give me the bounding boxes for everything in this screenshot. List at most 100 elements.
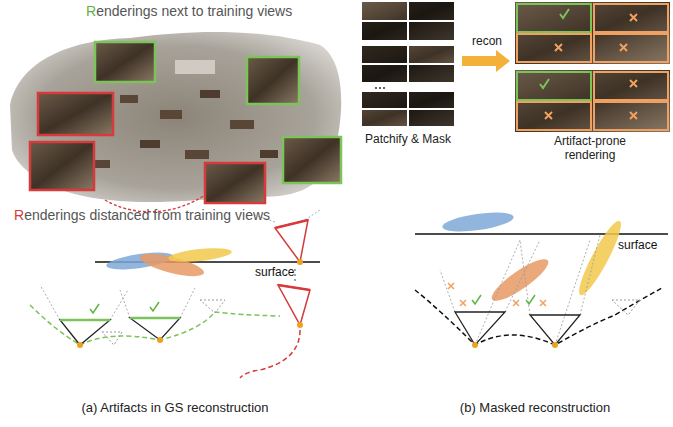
- artifact-render-part-part: [630, 14, 637, 21]
- patch-grid-part: [362, 46, 408, 64]
- gs-diagram-a-part: [77, 342, 83, 348]
- gs-diagram-b-part: [448, 283, 546, 306]
- gs-diagram-a-part: [90, 302, 159, 313]
- patch-grid-part: [375, 87, 377, 89]
- scene-cloud-part: [175, 60, 215, 74]
- artifact-render-part-part: [555, 44, 562, 51]
- scene-cloud-part: [185, 150, 209, 159]
- gs-diagram-b-part: [552, 342, 558, 348]
- gs-diagram-a-part: [278, 285, 310, 290]
- patch-grid-part: [379, 87, 381, 89]
- artifact-render-part-part: [620, 44, 627, 51]
- patch-grid-part: [383, 87, 385, 89]
- gs-diagram-a-part: [30, 305, 280, 345]
- artifact-render-part-part: [630, 80, 637, 87]
- patch-grid-part: [362, 63, 454, 65]
- scene-cloud-part: [260, 150, 278, 158]
- gs-diagram-a-part: [130, 317, 180, 320]
- gs-diagram-a-part: [294, 279, 296, 281]
- gs-diagram-b-part: [612, 300, 640, 315]
- artifact-render-part: [517, 4, 591, 32]
- artifact-render-part-part: [545, 112, 552, 119]
- gs-diagram-b-part-part: [472, 295, 535, 304]
- recon-arrow: [462, 50, 510, 72]
- render-thumb-part: [30, 142, 94, 190]
- gs-diagram-b-part: [415, 288, 662, 345]
- artifact-render-part: [594, 72, 668, 100]
- surface-label: surface: [618, 238, 670, 252]
- patch-grid-part: [362, 92, 408, 109]
- patch-grid-part: [408, 92, 454, 109]
- gs-diagram-a-part: [275, 220, 308, 228]
- gs-diagram-a-part: [275, 220, 308, 262]
- gs-diagram-b-part: [441, 209, 515, 235]
- step-label: Artifact-prone rendering: [535, 134, 645, 163]
- gs-diagram-a-part: [130, 318, 180, 340]
- gs-diagram-b-part-part: [440, 235, 600, 345]
- gs-diagram-a-part: [157, 337, 163, 343]
- step-label: Patchify & Mask: [352, 132, 464, 146]
- render-thumb-part: [95, 42, 155, 82]
- artifact-render-part: [515, 70, 670, 132]
- view-title: Renderings next to training views: [86, 3, 346, 20]
- render-thumb-part: [205, 163, 265, 203]
- render-thumb-part: [38, 93, 113, 135]
- artifact-render-part-part: [540, 79, 549, 88]
- view-title: Renderings distanced from training views: [14, 207, 314, 224]
- scene-cloud-part: [230, 120, 254, 129]
- render-thumb-part: [247, 57, 299, 104]
- gs-diagram-a-part: [294, 274, 296, 276]
- scene-cloud-part: [160, 110, 182, 119]
- gs-diagram-a-part: [60, 319, 110, 322]
- patch-grid-part: [362, 46, 454, 82]
- patch-grid-part: [362, 20, 454, 22]
- render-thumb-part: [283, 137, 341, 183]
- patch-grid-part: [362, 21, 408, 40]
- surface-label: surface: [255, 265, 315, 279]
- patch-grid-part: [408, 109, 454, 126]
- artifact-render-part-part: [630, 112, 637, 119]
- scene-cloud-part: [120, 95, 138, 103]
- artifact-render-part: [594, 102, 668, 130]
- gs-diagram-b-part: [455, 312, 505, 345]
- gs-diagram-b-part: [472, 342, 478, 348]
- gs-diagram-a-part: [297, 259, 303, 265]
- gs-diagram-b-part: [530, 315, 580, 345]
- artifact-render-part: [517, 102, 591, 130]
- gs-diagram-a-part: [40, 210, 320, 320]
- scene-cloud: [10, 32, 341, 202]
- artifact-render-part: [515, 2, 670, 64]
- artifact-render-part: [517, 72, 591, 100]
- scene-cloud-part: [200, 90, 220, 98]
- gs-diagram-a-part: [294, 269, 296, 271]
- gs-diagram-b-part: [487, 253, 553, 307]
- gs-diagram-a-part: [240, 330, 300, 378]
- patch-grid: [362, 2, 454, 126]
- gs-diagram-a: [30, 210, 320, 378]
- gs-diagram-a-part: [168, 246, 233, 265]
- gs-diagram-b-part: [440, 235, 600, 345]
- artifact-render-part: [594, 4, 668, 32]
- artifact-render-part: [594, 34, 668, 62]
- gs-diagram-b-part: [415, 233, 668, 234]
- gs-diagram-a-part-part: [40, 210, 320, 320]
- patch-grid-part: [362, 92, 454, 126]
- artifact-render-part: [540, 9, 637, 119]
- gs-diagram-a-part: [278, 285, 310, 325]
- patch-grid-part: [362, 2, 454, 40]
- gs-diagram-b-part-part: [448, 283, 546, 306]
- artifact-render: [515, 2, 670, 132]
- scene-cloud-part: [140, 140, 160, 148]
- artifact-render-part-part: [560, 9, 569, 18]
- render-thumb: [30, 42, 341, 203]
- patch-grid-part: [408, 64, 454, 82]
- gs-diagram-b-part: [573, 217, 627, 299]
- gs-diagram-a-part: [297, 322, 303, 328]
- patch-grid-part: [362, 108, 454, 110]
- artifact-render-part: [517, 34, 591, 62]
- arrow-label: recon: [462, 34, 512, 48]
- subfigure-caption: (a) Artifacts in GS reconstruction: [40, 400, 310, 416]
- scene-cloud-part: [10, 32, 341, 202]
- subfigure-caption: (b) Masked reconstruction: [410, 400, 660, 416]
- patch-grid-part: [362, 64, 408, 82]
